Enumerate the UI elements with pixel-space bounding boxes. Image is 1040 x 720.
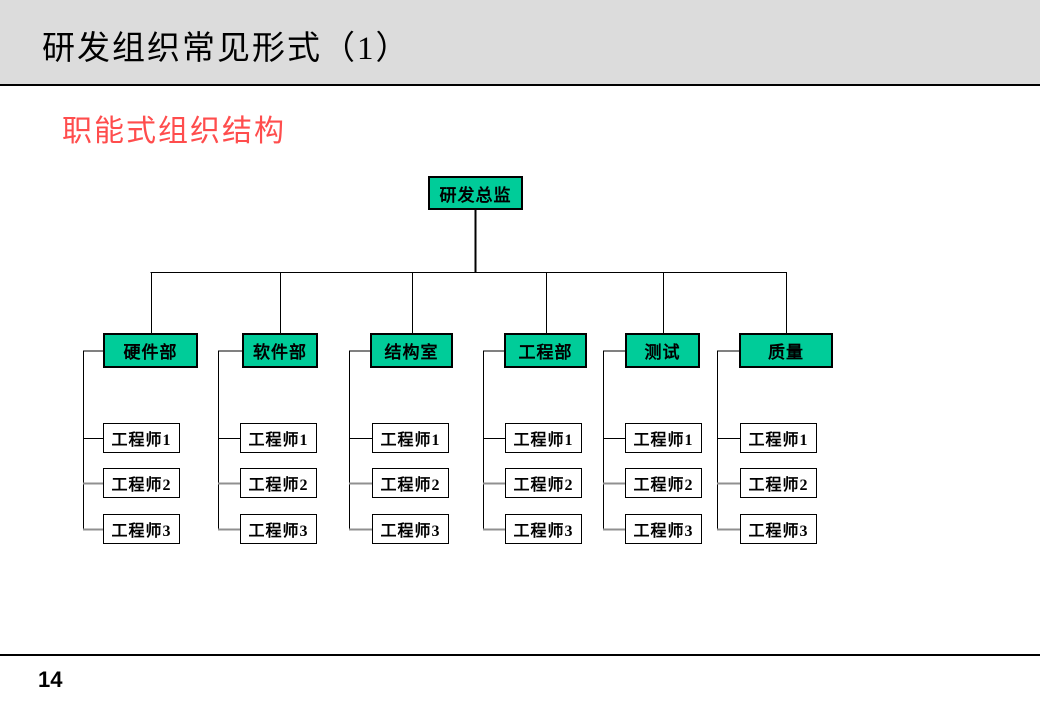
org-node-engineer: 工程师1 (505, 423, 582, 453)
org-node-engineer: 工程师2 (740, 468, 817, 498)
org-node-engineer: 工程师3 (505, 514, 582, 544)
footer-divider (0, 654, 1040, 656)
org-node-engineer: 工程师1 (625, 423, 702, 453)
org-node-engineer: 工程师1 (372, 423, 449, 453)
org-node-engineer: 工程师3 (625, 514, 702, 544)
org-node-engineer: 工程师1 (740, 423, 817, 453)
org-node-engineer: 工程师2 (625, 468, 702, 498)
org-node-engineer: 工程师2 (372, 468, 449, 498)
org-node-dept: 测试 (625, 333, 700, 368)
slide-header: 研发组织常见形式（1） (0, 0, 1040, 86)
org-node-engineer: 工程师3 (740, 514, 817, 544)
org-node-dept: 软件部 (242, 333, 318, 368)
section-subtitle: 职能式组织结构 (62, 115, 286, 148)
org-node-dept: 质量 (739, 333, 833, 368)
org-node-engineer: 工程师3 (372, 514, 449, 544)
org-node-dept: 工程部 (504, 333, 587, 368)
org-node-engineer: 工程师2 (240, 468, 317, 498)
org-node-root: 研发总监 (428, 176, 523, 210)
org-node-engineer: 工程师1 (103, 423, 180, 453)
org-node-engineer: 工程师2 (505, 468, 582, 498)
org-node-engineer: 工程师1 (240, 423, 317, 453)
org-node-dept: 结构室 (370, 333, 453, 368)
org-node-engineer: 工程师3 (103, 514, 180, 544)
org-node-dept: 硬件部 (103, 333, 198, 368)
org-node-engineer: 工程师3 (240, 514, 317, 544)
page-number: 14 (38, 667, 63, 692)
org-node-engineer: 工程师2 (103, 468, 180, 498)
page-title: 研发组织常见形式（1） (42, 31, 411, 67)
